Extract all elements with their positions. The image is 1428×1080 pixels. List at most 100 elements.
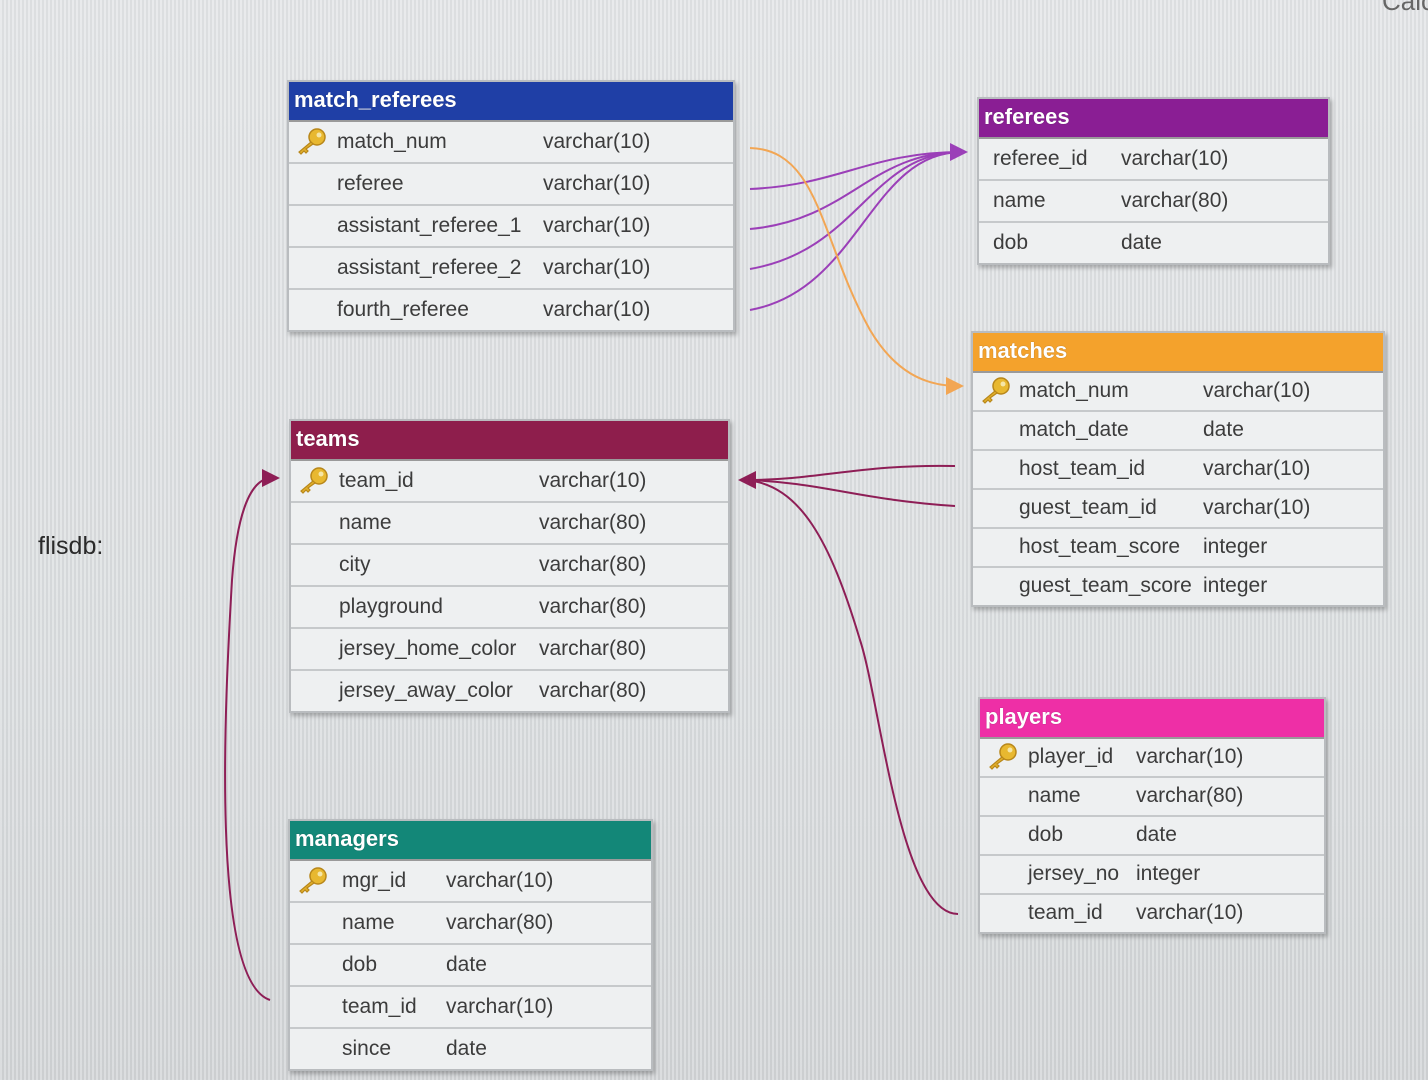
table-matches[interactable]: matches match_num varchar(10) match_date… xyxy=(971,331,1385,607)
table-row[interactable]: name varchar(80) xyxy=(980,778,1324,817)
column-name: jersey_home_color xyxy=(339,637,517,660)
table-match-referees[interactable]: match_referees match_num varchar(10) ref… xyxy=(287,80,735,332)
table-row[interactable]: name varchar(80) xyxy=(291,503,728,545)
table-row[interactable]: fourth_referee varchar(10) xyxy=(289,290,733,330)
table-row[interactable]: dob date xyxy=(979,223,1328,263)
column-type: varchar(80) xyxy=(539,595,647,618)
table-managers[interactable]: managers mgr_id varchar(10) name varchar… xyxy=(288,819,653,1071)
table-row[interactable]: referee_id varchar(10) xyxy=(979,139,1328,181)
column-type: varchar(10) xyxy=(543,172,651,195)
link-referee xyxy=(749,151,963,190)
column-type: varchar(10) xyxy=(1203,496,1311,519)
column-type: varchar(80) xyxy=(539,679,647,702)
table-row[interactable]: match_date date xyxy=(973,412,1383,451)
column-type: date xyxy=(1121,231,1162,254)
table-row[interactable]: assistant_referee_1 varchar(10) xyxy=(289,206,733,248)
column-type: varchar(80) xyxy=(1136,784,1244,807)
column-name: name xyxy=(993,189,1046,212)
column-type: varchar(10) xyxy=(539,469,647,492)
database-label: flisdb: xyxy=(38,532,104,560)
column-type: varchar(10) xyxy=(1136,901,1244,924)
table-row[interactable]: host_team_id varchar(10) xyxy=(973,451,1383,490)
link-assistant-referee-1 xyxy=(749,151,963,230)
table-row[interactable]: match_num varchar(10) xyxy=(973,373,1383,412)
table-row[interactable]: host_team_score integer xyxy=(973,529,1383,568)
column-type: integer xyxy=(1136,862,1201,885)
arrowhead-teams-right xyxy=(738,471,756,489)
column-name: name xyxy=(342,911,395,934)
link-player-team xyxy=(745,479,959,915)
column-type: date xyxy=(446,953,487,976)
table-row[interactable]: jersey_away_color varchar(80) xyxy=(291,671,728,711)
table-referees[interactable]: referees referee_id varchar(10) name var… xyxy=(977,97,1330,265)
key-icon xyxy=(989,743,1017,770)
table-row[interactable]: jersey_home_color varchar(80) xyxy=(291,629,728,671)
column-name: dob xyxy=(993,231,1029,254)
table-row[interactable]: player_id varchar(10) xyxy=(980,739,1324,778)
link-assistant-referee-2 xyxy=(749,151,963,270)
column-type: varchar(10) xyxy=(543,298,651,321)
table-row[interactable]: match_num varchar(10) xyxy=(289,122,733,164)
table-row[interactable]: city varchar(80) xyxy=(291,545,728,587)
column-name: name xyxy=(1028,784,1081,807)
column-type: varchar(80) xyxy=(539,553,647,576)
column-type: varchar(10) xyxy=(1121,147,1229,170)
table-players[interactable]: players player_id varchar(10) name varch… xyxy=(978,697,1326,934)
column-name: match_date xyxy=(1019,418,1129,441)
column-type: date xyxy=(1136,823,1177,846)
column-name: dob xyxy=(1028,823,1064,846)
column-type: varchar(10) xyxy=(1203,379,1311,402)
key-icon xyxy=(982,377,1010,404)
table-row[interactable]: jersey_no integer xyxy=(980,856,1324,895)
key-icon xyxy=(298,128,326,155)
link-match-num xyxy=(749,147,959,387)
table-row[interactable]: name varchar(80) xyxy=(290,903,651,945)
column-type: varchar(80) xyxy=(1121,189,1229,212)
column-type: varchar(80) xyxy=(539,511,647,534)
table-row[interactable]: team_id varchar(10) xyxy=(291,461,728,503)
column-type: varchar(10) xyxy=(543,130,651,153)
table-row[interactable]: mgr_id varchar(10) xyxy=(290,861,651,903)
table-row[interactable]: dob date xyxy=(980,817,1324,856)
column-name: jersey_away_color xyxy=(339,679,513,702)
column-name: assistant_referee_1 xyxy=(337,214,522,237)
table-teams[interactable]: teams team_id varchar(10) name varchar(8… xyxy=(289,419,730,713)
column-type: varchar(10) xyxy=(1136,745,1244,768)
table-row[interactable]: since date xyxy=(290,1029,651,1069)
column-type: integer xyxy=(1203,574,1268,597)
arrowhead-teams-left xyxy=(262,469,280,487)
table-row[interactable]: guest_team_score integer xyxy=(973,568,1383,605)
column-name: referee_id xyxy=(993,147,1088,170)
table-row[interactable]: dob date xyxy=(290,945,651,987)
column-name: guest_team_score xyxy=(1019,574,1192,597)
column-name: dob xyxy=(342,953,378,976)
column-name: team_id xyxy=(339,469,414,492)
column-name: mgr_id xyxy=(342,869,407,892)
table-row[interactable]: referee varchar(10) xyxy=(289,164,733,206)
table-header: referees xyxy=(979,99,1328,139)
column-name: team_id xyxy=(1028,901,1103,924)
table-header: match_referees xyxy=(289,82,733,122)
link-host-team xyxy=(745,464,956,481)
column-type: varchar(10) xyxy=(446,869,554,892)
table-row[interactable]: team_id varchar(10) xyxy=(980,895,1324,932)
link-fourth-referee xyxy=(749,151,963,311)
column-type: varchar(10) xyxy=(543,214,651,237)
link-guest-team xyxy=(745,479,956,507)
column-name: referee xyxy=(337,172,404,195)
table-row[interactable]: assistant_referee_2 varchar(10) xyxy=(289,248,733,290)
column-type: varchar(10) xyxy=(446,995,554,1018)
column-name: host_team_id xyxy=(1019,457,1146,480)
table-header: players xyxy=(980,699,1324,739)
table-header: matches xyxy=(973,333,1383,373)
column-name: player_id xyxy=(1028,745,1114,768)
link-manager-team xyxy=(224,477,273,1001)
table-row[interactable]: guest_team_id varchar(10) xyxy=(973,490,1383,529)
table-row[interactable]: name varchar(80) xyxy=(979,181,1328,223)
column-type: date xyxy=(1203,418,1244,441)
column-type: varchar(80) xyxy=(446,911,554,934)
table-row[interactable]: team_id varchar(10) xyxy=(290,987,651,1029)
table-header: teams xyxy=(291,421,728,461)
table-row[interactable]: playground varchar(80) xyxy=(291,587,728,629)
